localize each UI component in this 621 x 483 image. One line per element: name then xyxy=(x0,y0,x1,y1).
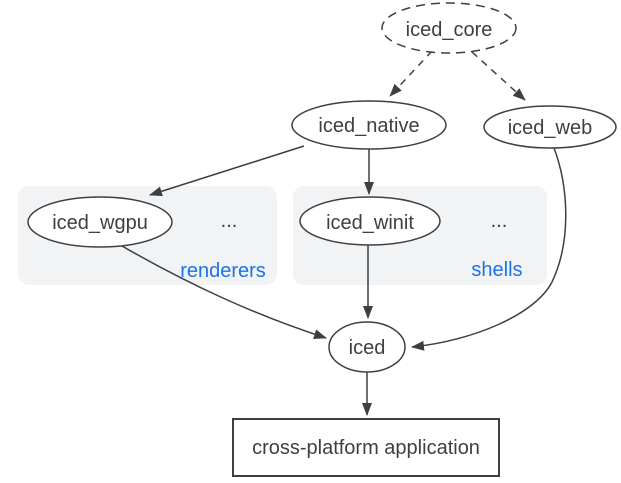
group-renderers-ellipsis: ... xyxy=(221,210,238,232)
group-renderers-label: renderers xyxy=(180,260,266,282)
node-application-label: cross-platform application xyxy=(252,437,480,459)
node-iced-web xyxy=(483,105,617,149)
edge-wgpu-to-iced xyxy=(121,245,327,340)
node-iced xyxy=(328,321,406,373)
group-shells-ellipsis: ... xyxy=(491,210,508,232)
node-iced-wgpu-label: iced_wgpu xyxy=(52,212,148,234)
node-iced-winit-label: iced_winit xyxy=(326,212,414,234)
node-iced-wgpu xyxy=(27,196,173,248)
node-iced-winit xyxy=(299,196,441,246)
node-application xyxy=(232,418,500,477)
node-iced-core-label: iced_core xyxy=(406,19,493,41)
edge-core-to-native xyxy=(389,50,433,97)
edge-core-to-web xyxy=(471,51,526,101)
node-iced-native xyxy=(291,100,447,150)
node-iced-native-label: iced_native xyxy=(318,115,419,137)
edge-web-to-iced xyxy=(411,147,567,351)
group-shells-label: shells xyxy=(471,259,522,281)
edge-native-to-wgpu xyxy=(149,145,305,197)
node-iced-core xyxy=(381,2,517,54)
node-iced-label: iced xyxy=(349,337,386,359)
node-iced-web-label: iced_web xyxy=(508,117,593,139)
